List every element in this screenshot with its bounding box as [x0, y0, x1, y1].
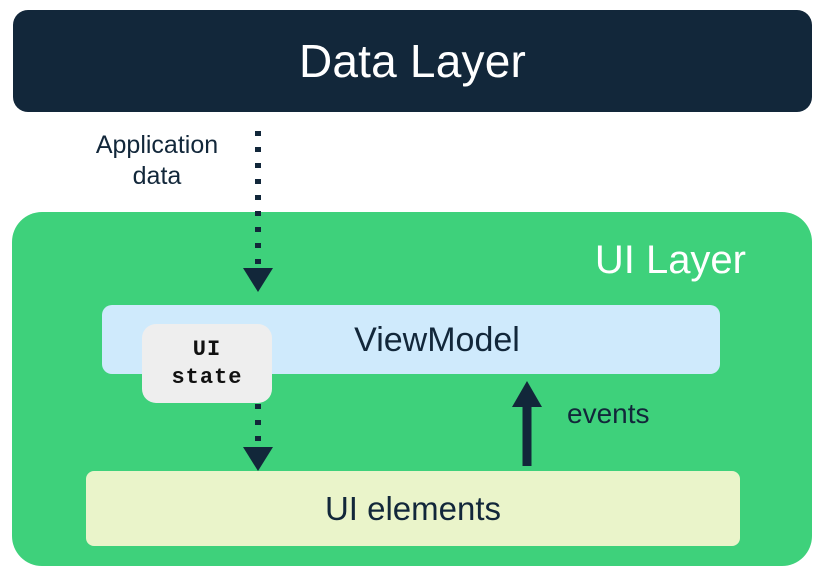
ui-state-chip: UI state — [142, 324, 272, 403]
ui-elements-box: UI elements — [86, 471, 740, 546]
ui-layer-label: UI Layer — [594, 238, 746, 282]
ui-state-chip-line2: state — [171, 364, 243, 390]
ui-state-chip-line1: UI — [192, 336, 222, 362]
viewmodel-label: ViewModel — [354, 320, 520, 359]
data-layer-box: Data Layer — [13, 10, 812, 112]
data-layer-label: Data Layer — [298, 35, 526, 87]
application-data-label-line1: Application — [95, 131, 219, 159]
events-label: events — [567, 398, 650, 429]
application-data-label: Application data — [74, 130, 240, 191]
ui-elements-label: UI elements — [324, 490, 502, 527]
application-data-label-line2: data — [132, 161, 182, 190]
